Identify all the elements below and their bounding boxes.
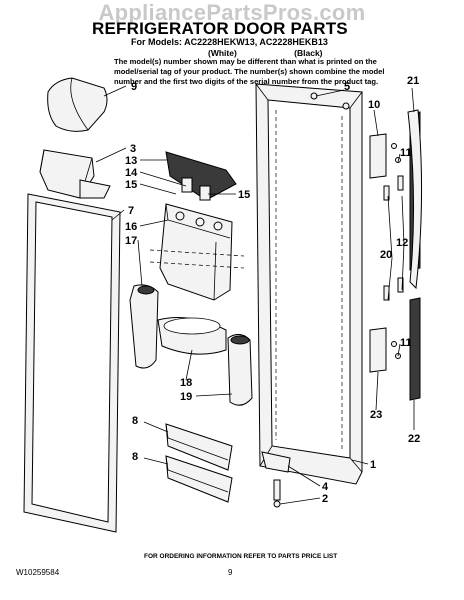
part-door-bin-lower-upper	[165, 423, 233, 471]
callout-10: 10	[368, 99, 380, 111]
part-dispenser-lid	[165, 151, 237, 201]
part-door-liner	[255, 83, 363, 485]
part-door-gasket	[23, 193, 121, 533]
part-dispenser-housing	[149, 203, 245, 301]
callout-22: 22	[408, 433, 420, 445]
part-door-handle	[407, 109, 423, 290]
note-line: number and the first two digits of the s…	[114, 77, 379, 86]
part-side-panel-right	[227, 334, 253, 406]
callout-2: 2	[322, 493, 328, 505]
callout-16: 16	[125, 221, 137, 233]
document-number: W10259584	[16, 568, 60, 577]
part-handle-screws	[383, 175, 404, 301]
note-line: model/serial tag of your product. The nu…	[114, 67, 385, 76]
page-title: REFRIGERATOR DOOR PARTS	[92, 19, 348, 38]
part-handle-trim-lower	[409, 297, 421, 401]
ordering-info: FOR ORDERING INFORMATION REFER TO PARTS …	[144, 553, 338, 560]
callout-23: 23	[370, 409, 382, 421]
callout-1: 1	[370, 459, 376, 471]
model-note: The model(s) number shown may be differe…	[114, 57, 385, 87]
callout-11-lower: 11	[400, 337, 412, 349]
callout-15-right: 15	[238, 189, 250, 201]
callout-15-left: 15	[125, 179, 137, 191]
callout-5: 5	[344, 81, 350, 93]
callout-12: 12	[396, 237, 408, 249]
callout-14: 14	[125, 167, 138, 179]
callout-20: 20	[380, 249, 392, 261]
watermark: AppliancePartsPros.com	[98, 0, 366, 25]
callout-17: 17	[125, 235, 137, 247]
callout-21: 21	[407, 75, 419, 87]
color-variants: (White) (Black)	[208, 48, 323, 58]
callout-19: 19	[180, 391, 192, 403]
door-rail-holes	[275, 110, 343, 450]
part-dispenser-cover	[47, 77, 108, 132]
part-dispenser-tray	[157, 317, 227, 355]
callout-4: 4	[322, 481, 329, 493]
callout-11-upper: 11	[400, 147, 412, 159]
part-handle-bracket-lower	[369, 327, 401, 373]
callout-8-lower: 8	[132, 451, 138, 463]
part-door-bin-lower	[165, 455, 233, 503]
part-door-bin	[39, 149, 111, 199]
part-side-panel-left	[129, 284, 159, 369]
callout-18: 18	[180, 377, 192, 389]
callout-7: 7	[128, 205, 134, 217]
callout-9: 9	[131, 81, 137, 93]
models-line: For Models: AC2228HEKW13, AC2228HEKB13	[131, 37, 328, 47]
page-number: 9	[228, 568, 233, 577]
callout-8-upper: 8	[132, 415, 138, 427]
part-handle-bracket-upper	[369, 133, 401, 179]
part-lower-hinge	[261, 451, 291, 508]
leader-lines	[95, 85, 415, 505]
note-line: The model(s) number shown may be differe…	[114, 57, 377, 66]
part-screws-top	[310, 92, 350, 110]
callout-3: 3	[130, 143, 136, 155]
callout-13: 13	[125, 155, 137, 167]
